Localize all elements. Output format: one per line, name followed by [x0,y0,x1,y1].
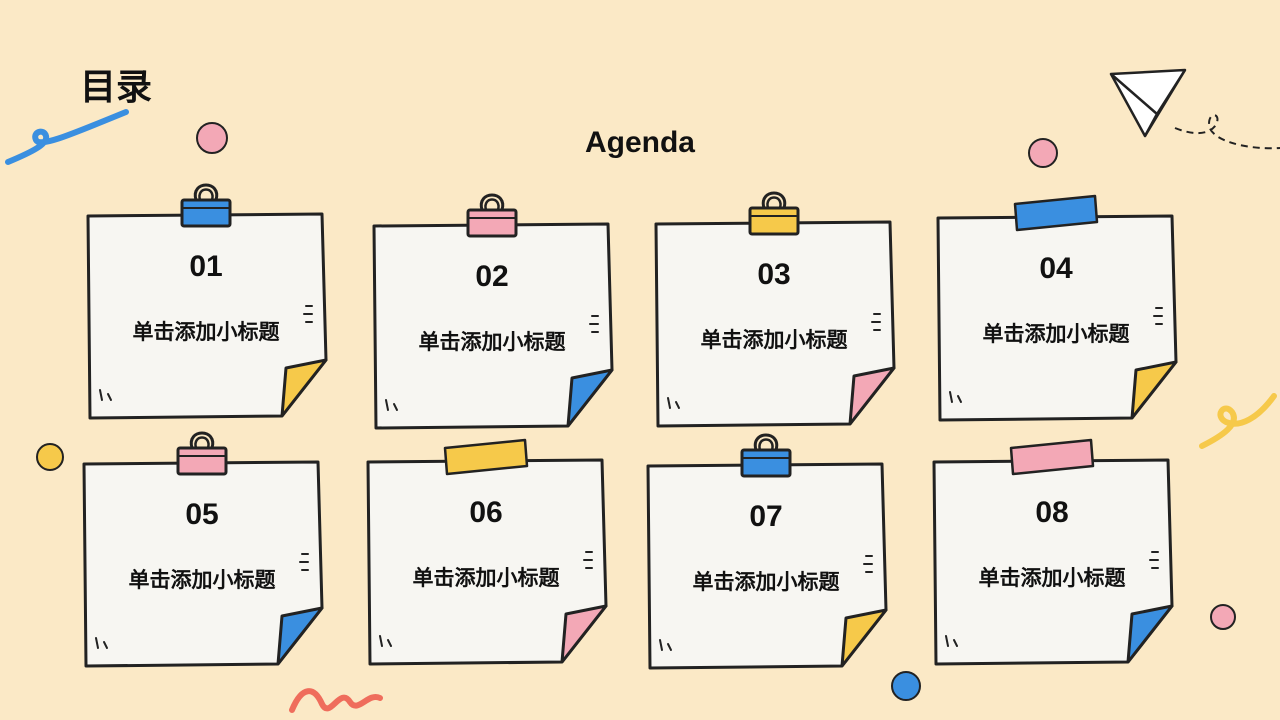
dot-pink-decoration [196,122,228,154]
squiggle-red-decoration [289,688,383,713]
agenda-subtitle[interactable]: 单击添加小标题 [132,320,280,344]
agenda-number: 05 [185,498,219,531]
paper-plane-icon [1109,68,1280,150]
agenda-subtitle[interactable]: 单击添加小标题 [412,566,560,590]
agenda-subtitle[interactable]: 单击添加小标题 [692,570,840,594]
agenda-number: 08 [1035,496,1069,529]
agenda-subtitle[interactable]: 单击添加小标题 [128,568,276,592]
tape-strip-icon [443,438,529,476]
agenda-note-07[interactable]: 07 单击添加小标题 [646,433,888,670]
binder-clip-icon [748,191,800,236]
agenda-subtitle[interactable]: 单击添加小标题 [700,328,848,352]
page-subtitle: Agenda [584,126,695,159]
sticky-note-paper [366,458,608,666]
sticky-note-paper [82,460,324,668]
tape-strip-icon [1009,438,1095,476]
agenda-note-03[interactable]: 03 单击添加小标题 [654,191,896,428]
sticky-note-paper [86,212,328,420]
binder-clip-icon [176,431,228,476]
squiggle-blue-decoration [5,109,129,165]
agenda-note-01[interactable]: 01 单击添加小标题 [86,183,328,420]
agenda-number: 01 [189,250,223,283]
dot-pink-decoration [1210,604,1236,630]
agenda-number: 07 [749,500,783,533]
agenda-note-04[interactable]: 04 单击添加小标题 [936,194,1178,422]
agenda-number: 03 [757,258,791,291]
agenda-note-02[interactable]: 02 单击添加小标题 [372,193,614,430]
dot-blue-decoration [891,671,921,701]
agenda-note-06[interactable]: 06 单击添加小标题 [366,438,608,666]
dot-yellow-decoration [36,443,64,471]
agenda-number: 04 [1039,252,1073,285]
binder-clip-icon [466,193,518,238]
tape-strip-icon [1013,194,1099,232]
sticky-note-paper [646,462,888,670]
sticky-note-paper [654,220,896,428]
agenda-note-08[interactable]: 08 单击添加小标题 [932,438,1174,666]
agenda-number: 02 [475,260,509,293]
page-title: 目录 [80,67,153,108]
dot-pink-decoration [1028,138,1058,168]
agenda-subtitle[interactable]: 单击添加小标题 [418,330,566,354]
binder-clip-icon [740,433,792,478]
sticky-note-paper [372,222,614,430]
sticky-note-paper [932,458,1174,666]
agenda-subtitle[interactable]: 单击添加小标题 [982,322,1130,346]
agenda-subtitle[interactable]: 单击添加小标题 [978,566,1126,590]
squiggle-yellow-decoration [1199,393,1277,449]
sticky-note-paper [936,214,1178,422]
agenda-note-05[interactable]: 05 单击添加小标题 [82,431,324,668]
binder-clip-icon [180,183,232,228]
agenda-number: 06 [469,496,503,529]
